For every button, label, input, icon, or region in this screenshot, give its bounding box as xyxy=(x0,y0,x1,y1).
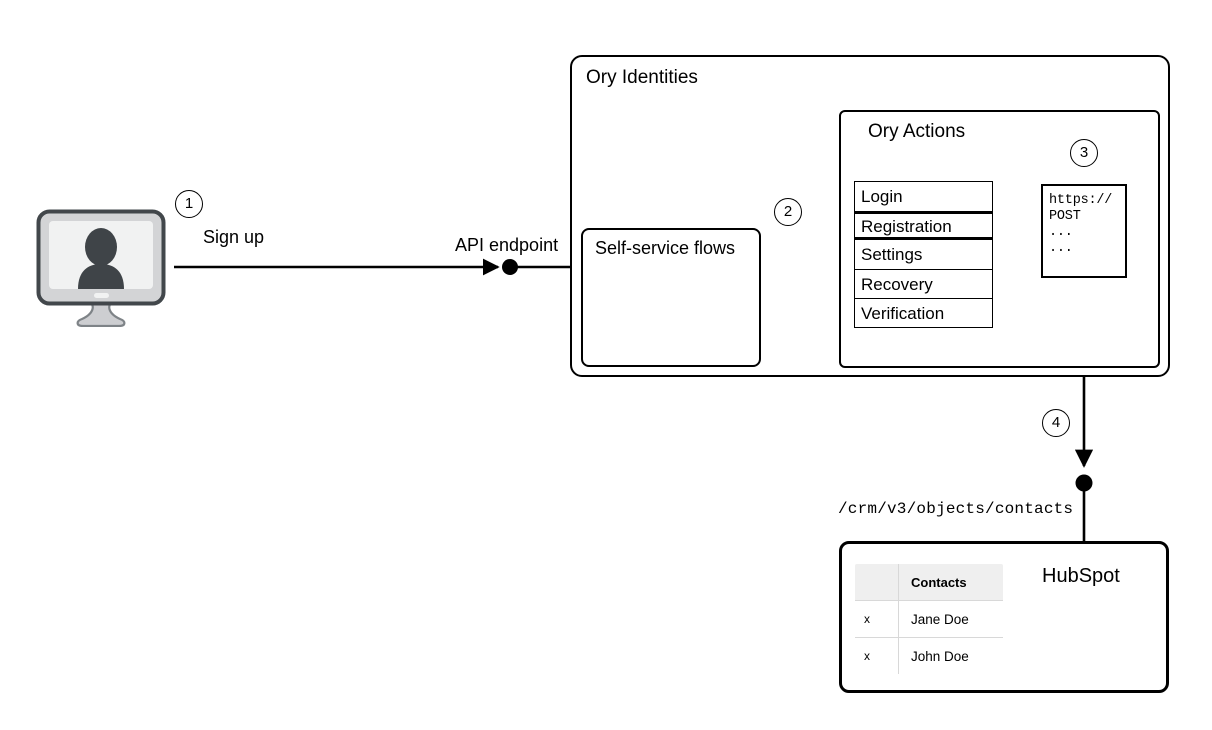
flow-item-registration[interactable]: Registration xyxy=(855,211,992,240)
column-header-blank xyxy=(855,564,899,601)
step-badge-1: 1 xyxy=(175,190,203,218)
box-webhook-payload: https:// POST ... ... xyxy=(1041,184,1127,278)
monitor-notch xyxy=(94,293,109,298)
edge-label-api-endpoint: API endpoint xyxy=(455,235,559,255)
table-row[interactable]: x Jane Doe xyxy=(855,600,1003,638)
avatar-head xyxy=(85,228,117,266)
row-contact-name: Jane Doe xyxy=(898,600,1003,638)
webhook-line-ellipsis-1: ... xyxy=(1049,225,1073,240)
flow-item-settings[interactable]: Settings xyxy=(855,240,992,269)
api-endpoint-dot xyxy=(502,259,518,275)
title-hubspot: HubSpot xyxy=(1042,565,1120,587)
list-ory-action-flows: Login Registration Settings Recovery Ver… xyxy=(854,181,993,328)
webhook-line-method: POST xyxy=(1049,209,1081,224)
column-header-contacts: Contacts xyxy=(898,564,1003,601)
table-header-row: Contacts xyxy=(855,564,1003,601)
table-row[interactable]: x John Doe xyxy=(855,637,1003,674)
label-crm-endpoint-path: /crm/v3/objects/contacts xyxy=(838,500,1074,518)
flow-item-recovery[interactable]: Recovery xyxy=(855,269,992,298)
step-badge-4: 4 xyxy=(1042,409,1070,437)
box-self-service-flows xyxy=(581,228,761,367)
webhook-line-url: https:// xyxy=(1049,193,1113,208)
flow-item-login[interactable]: Login xyxy=(855,182,992,211)
monitor-stand xyxy=(76,299,126,327)
title-ory-actions: Ory Actions xyxy=(868,121,966,142)
row-flag: x xyxy=(855,600,899,638)
edge-label-sign-up: Sign up xyxy=(203,227,265,247)
label-self-service-flows: Self-service flows xyxy=(595,238,736,258)
row-contact-name: John Doe xyxy=(898,637,1003,674)
user-monitor-icon xyxy=(36,209,166,327)
row-flag: x xyxy=(855,637,899,674)
step-badge-2: 2 xyxy=(774,198,802,226)
webhook-line-ellipsis-2: ... xyxy=(1049,241,1073,256)
avatar-body xyxy=(78,264,124,289)
table-contacts: Contacts x Jane Doe x John Doe xyxy=(854,563,1004,675)
step-badge-3: 3 xyxy=(1070,139,1098,167)
title-ory-identities: Ory Identities xyxy=(586,67,698,88)
flow-item-verification[interactable]: Verification xyxy=(855,298,992,327)
